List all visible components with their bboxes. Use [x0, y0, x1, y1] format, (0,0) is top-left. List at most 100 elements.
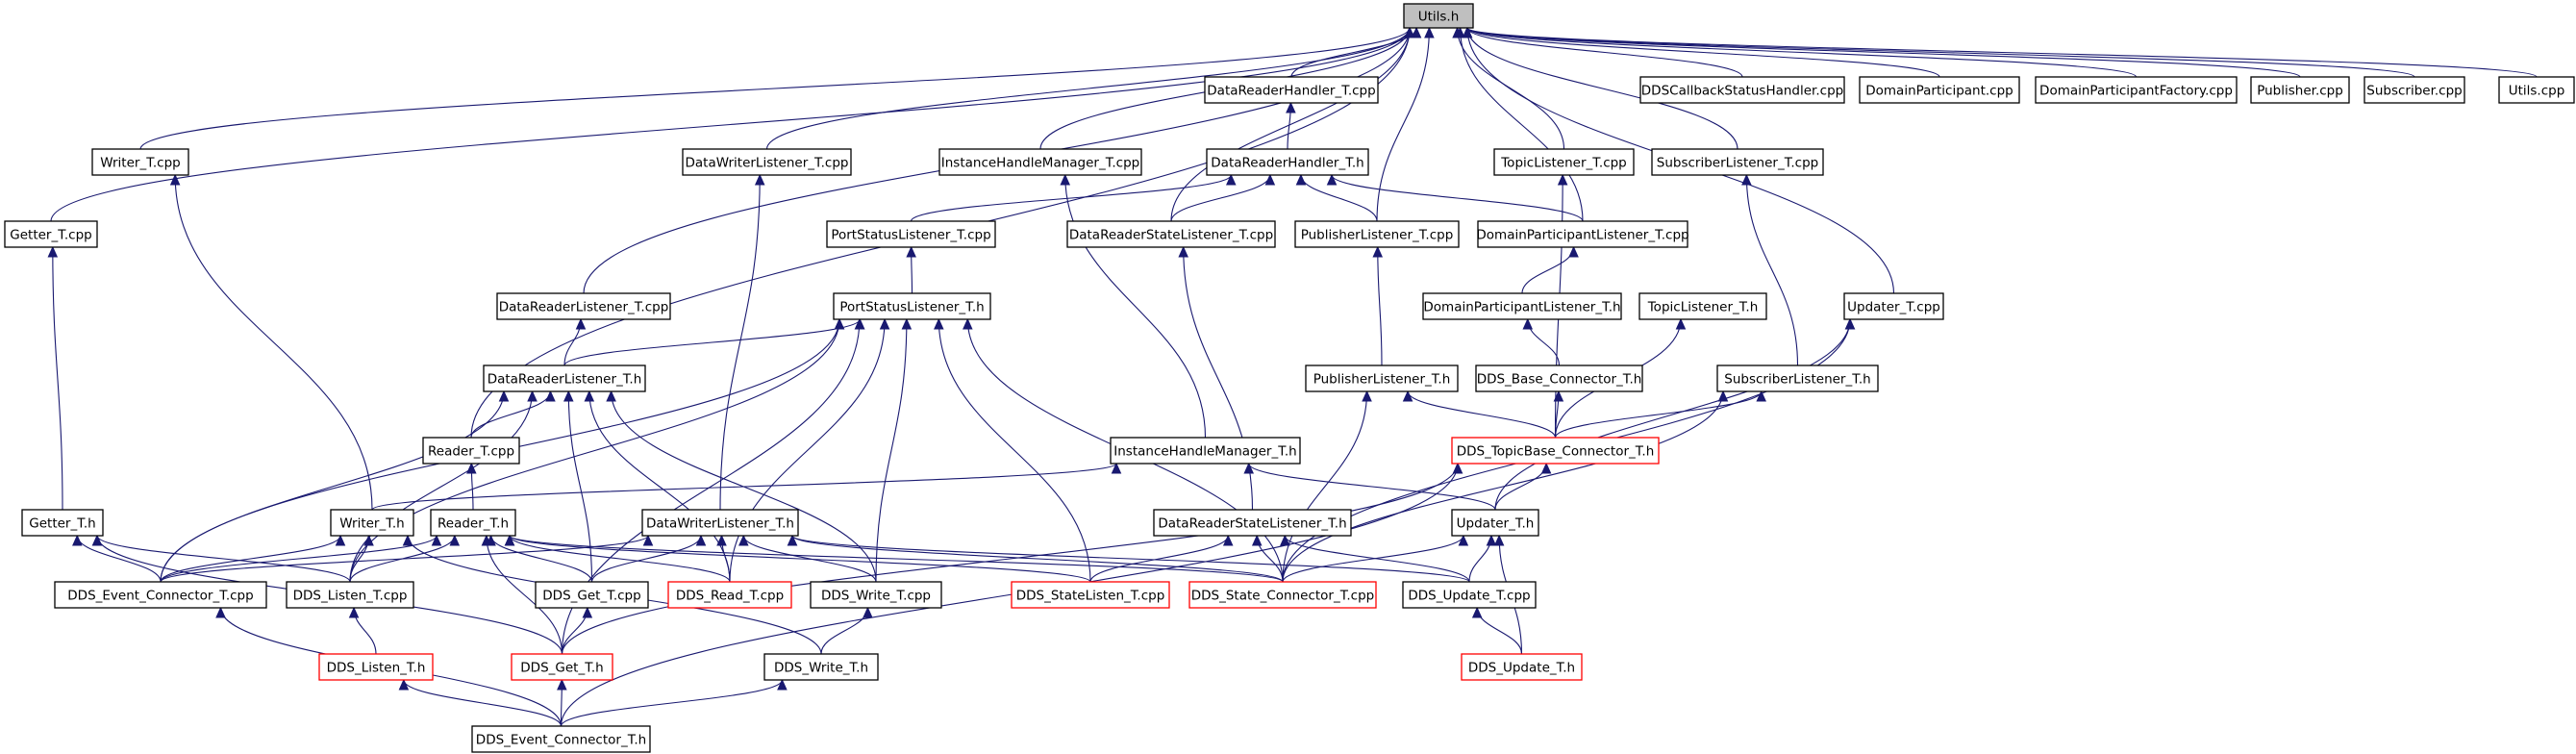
node-updater_T_h[interactable]: Updater_T.h	[1451, 509, 1539, 537]
node-dds_Update_T_h[interactable]: DDS_Update_T.h	[1461, 653, 1583, 681]
node-box	[1204, 76, 1379, 104]
node-reader_T_h[interactable]: Reader_T.h	[430, 509, 516, 537]
edge-domainParticipantListener_T_cpp-to-dataReaderHandler_T_h	[1331, 174, 1584, 222]
edge-dataReaderListener_T_h-to-portStatusListener_T_h	[563, 318, 861, 366]
node-utils_h[interactable]: Utils.h	[1403, 3, 1474, 29]
node-dds_StateListen_T_cpp[interactable]: DDS_StateListen_T.cpp	[1011, 581, 1170, 609]
node-label: DDS_Listen_T.cpp	[293, 589, 408, 604]
node-topicListener_T_cpp[interactable]: TopicListener_T.cpp	[1493, 148, 1635, 176]
node-label: DomainParticipantListener_T.cpp	[1476, 228, 1688, 243]
node-domainParticipant_cpp[interactable]: DomainParticipant.cpp	[1859, 76, 2020, 104]
node-label: DDSCallbackStatusHandler.cpp	[1641, 84, 1843, 99]
node-domainParticipantFactory_cpp[interactable]: DomainParticipantFactory.cpp	[2035, 76, 2238, 104]
arrowhead	[1280, 534, 1290, 546]
node-dds_TopicBase_Connector_T_h[interactable]: DDS_TopicBase_Connector_T.h	[1451, 437, 1660, 465]
node-label: Reader_T.cpp	[428, 444, 514, 460]
arrowhead	[1362, 390, 1372, 402]
node-ddsCallbackStatusHandler_cpp[interactable]: DDSCallbackStatusHandler.cpp	[1639, 76, 1845, 104]
node-dataWriterListener_T_cpp[interactable]: DataWriterListener_T.cpp	[682, 148, 852, 176]
node-dds_Write_T_h[interactable]: DDS_Write_T.h	[763, 653, 879, 681]
node-writer_T_cpp[interactable]: Writer_T.cpp	[91, 148, 189, 176]
arrowhead	[1222, 534, 1234, 546]
node-dds_Listen_T_cpp[interactable]: DDS_Listen_T.cpp	[286, 581, 414, 609]
node-label: InstanceHandleManager_T.cpp	[941, 156, 1139, 171]
node-label: DDS_Base_Connector_T.h	[1477, 372, 1642, 388]
edge-dds_State_Connector_T_cpp-to-updater_T_h	[1282, 535, 1464, 583]
node-label: Getter_T.cpp	[10, 228, 91, 243]
node-box	[763, 653, 879, 681]
node-publisherListener_T_h[interactable]: PublisherListener_T.h	[1305, 364, 1459, 392]
node-dds_Read_T_cpp[interactable]: DDS_Read_T.cpp	[667, 581, 792, 609]
node-box	[330, 509, 414, 537]
node-label: PortStatusListener_T.cpp	[831, 228, 990, 243]
node-box	[2250, 76, 2350, 104]
edge-dds_Listen_T_cpp-to-dataReaderListener_T_h	[349, 390, 534, 583]
node-dataReaderStateListener_T_cpp[interactable]: DataReaderStateListener_T.cpp	[1066, 220, 1276, 248]
node-dds_Event_Connector_T_h[interactable]: DDS_Event_Connector_T.h	[471, 725, 651, 753]
node-utils_cpp[interactable]: Utils.cpp	[2498, 76, 2575, 104]
node-domainParticipantListener_T_cpp[interactable]: DomainParticipantListener_T.cpp	[1476, 220, 1689, 248]
arrowhead	[1486, 534, 1497, 546]
node-label: Updater_T.cpp	[1847, 300, 1940, 315]
node-label: SubscriberListener_T.cpp	[1657, 156, 1818, 171]
node-instanceHandleManager_T_cpp[interactable]: InstanceHandleManager_T.cpp	[938, 148, 1142, 176]
node-label: DDS_Update_T.h	[1468, 661, 1575, 676]
node-label: DomainParticipantListener_T.h	[1423, 300, 1620, 315]
node-dataReaderListener_T_cpp[interactable]: DataReaderListener_T.cpp	[496, 292, 671, 320]
node-dataWriterListener_T_h[interactable]: DataWriterListener_T.h	[641, 509, 799, 537]
arrowhead	[1493, 534, 1505, 546]
node-dds_Base_Connector_T_h[interactable]: DDS_Base_Connector_T.h	[1475, 364, 1643, 392]
arrowhead	[1286, 101, 1296, 113]
edge-dds_TopicBase_Connector_T_h-to-subscriberListener_T_h	[1554, 390, 1763, 439]
node-box	[667, 581, 792, 609]
node-getter_T_cpp[interactable]: Getter_T.cpp	[4, 220, 98, 248]
arrowhead	[642, 534, 654, 546]
node-dds_Get_T_cpp[interactable]: DDS_Get_T.cpp	[535, 581, 649, 609]
node-dds_State_Connector_T_cpp[interactable]: DDS_State_Connector_T.cpp	[1188, 581, 1377, 609]
node-subscriberListener_T_h[interactable]: SubscriberListener_T.h	[1716, 364, 1879, 392]
node-publisher_cpp[interactable]: Publisher.cpp	[2250, 76, 2350, 104]
arrowhead	[169, 173, 181, 186]
node-box	[1451, 509, 1539, 537]
node-topicListener_T_h[interactable]: TopicListener_T.h	[1638, 292, 1767, 320]
node-box	[1639, 76, 1845, 104]
node-dataReaderStateListener_T_h[interactable]: DataReaderStateListener_T.h	[1153, 509, 1352, 537]
node-updater_T_cpp[interactable]: Updater_T.cpp	[1843, 292, 1944, 320]
node-subscriberListener_T_cpp[interactable]: SubscriberListener_T.cpp	[1651, 148, 1824, 176]
node-subscriber_cpp[interactable]: Subscriber.cpp	[2363, 76, 2465, 104]
node-dataReaderHandler_T_h[interactable]: DataReaderHandler_T.h	[1206, 148, 1369, 176]
edge-dds_Event_Connector_T_cpp-to-writer_T_h	[160, 535, 341, 583]
node-dds_Write_T_cpp[interactable]: DDS_Write_T.cpp	[810, 581, 942, 609]
edge-dds_Event_Connector_T_cpp-to-reader_T_h	[160, 535, 438, 583]
node-dds_Update_T_cpp[interactable]: DDS_Update_T.cpp	[1402, 581, 1537, 609]
node-writer_T_h[interactable]: Writer_T.h	[330, 509, 414, 537]
arrowhead	[582, 606, 593, 618]
node-box	[496, 292, 671, 320]
node-label: Getter_T.h	[29, 516, 95, 532]
node-box	[1843, 292, 1944, 320]
node-dds_Event_Connector_T_cpp[interactable]: DDS_Event_Connector_T.cpp	[54, 581, 267, 609]
edge-writer_T_cpp-to-utils_h	[139, 27, 1411, 150]
node-portStatusListener_T_cpp[interactable]: PortStatusListener_T.cpp	[826, 220, 996, 248]
node-reader_T_cpp[interactable]: Reader_T.cpp	[422, 437, 520, 465]
node-label: DomainParticipant.cpp	[1865, 84, 2013, 99]
edge-portStatusListener_T_cpp-to-dataReaderHandler_T_h	[910, 174, 1232, 222]
node-domainParticipantListener_T_h[interactable]: DomainParticipantListener_T.h	[1422, 292, 1622, 320]
node-dataReaderHandler_T_cpp[interactable]: DataReaderHandler_T.cpp	[1204, 76, 1379, 104]
node-dds_Get_T_h[interactable]: DDS_Get_T.h	[511, 653, 613, 681]
node-label: DataReaderListener_T.cpp	[499, 300, 669, 315]
node-label: DDS_Event_Connector_T.h	[476, 733, 646, 748]
edge-dds_Get_T_cpp-to-reader_T_h	[489, 535, 593, 583]
node-dataReaderListener_T_h[interactable]: DataReaderListener_T.h	[483, 364, 646, 392]
edge-dataReaderStateListener_T_h-to-dataReaderStateListener_T_cpp	[1183, 246, 1254, 511]
edge-dds_Event_Connector_T_cpp-to-getter_T_h	[76, 535, 162, 583]
node-label: DDS_Write_T.cpp	[821, 589, 931, 604]
node-getter_T_h[interactable]: Getter_T.h	[21, 509, 104, 537]
node-instanceHandleManager_T_h[interactable]: InstanceHandleManager_T.h	[1110, 437, 1301, 465]
node-portStatusListener_T_h[interactable]: PortStatusListener_T.h	[833, 292, 991, 320]
node-publisherListener_T_cpp[interactable]: PublisherListener_T.cpp	[1294, 220, 1460, 248]
node-label: DDS_Update_T.cpp	[1408, 589, 1530, 604]
node-box	[1403, 3, 1474, 29]
node-dds_Listen_T_h[interactable]: DDS_Listen_T.h	[318, 653, 434, 681]
